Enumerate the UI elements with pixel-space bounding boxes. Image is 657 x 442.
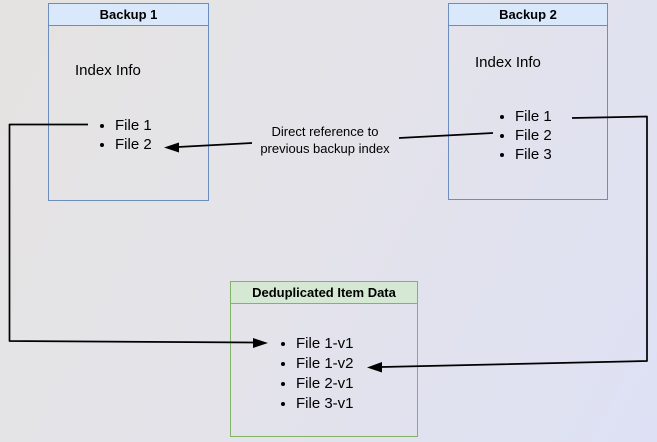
backup1-node: Backup 1 Index Info File 1 File 2: [48, 3, 209, 201]
dedup-file-item: File 1-v1: [296, 334, 354, 354]
dedup-file-item: File 2-v1: [296, 374, 354, 394]
backup2-file-item: File 2: [515, 126, 552, 145]
backup1-title: Backup 1: [49, 4, 208, 26]
backup2-title: Backup 2: [449, 4, 607, 26]
backup2-file-item: File 1: [515, 107, 552, 126]
backup1-file-list: File 1 File 2: [95, 116, 152, 154]
dedup-file-list: File 1-v1 File 1-v2 File 2-v1 File 3-v1: [276, 334, 354, 414]
backup1-file-item: File 1: [115, 116, 152, 135]
edge-label-line2: previous backup index: [260, 141, 390, 156]
backup2-file-list: File 1 File 2 File 3: [495, 107, 552, 164]
backup1-file-item: File 2: [115, 135, 152, 154]
dedup-file-item: File 1-v2: [296, 354, 354, 374]
dedup-node: Deduplicated Item Data File 1-v1 File 1-…: [230, 281, 418, 437]
dedup-file-item: File 3-v1: [296, 394, 354, 414]
backup1-index-info-label: Index Info: [75, 62, 141, 79]
backup2-node: Backup 2 Index Info File 1 File 2 File 3: [448, 3, 608, 200]
backup2-index-info-label: Index Info: [475, 54, 541, 71]
direct-reference-edge-label: Direct reference to previous backup inde…: [240, 123, 410, 157]
backup2-file-item: File 3: [515, 145, 552, 164]
dedup-title: Deduplicated Item Data: [231, 282, 417, 304]
edge-label-line1: Direct reference to: [271, 124, 379, 139]
